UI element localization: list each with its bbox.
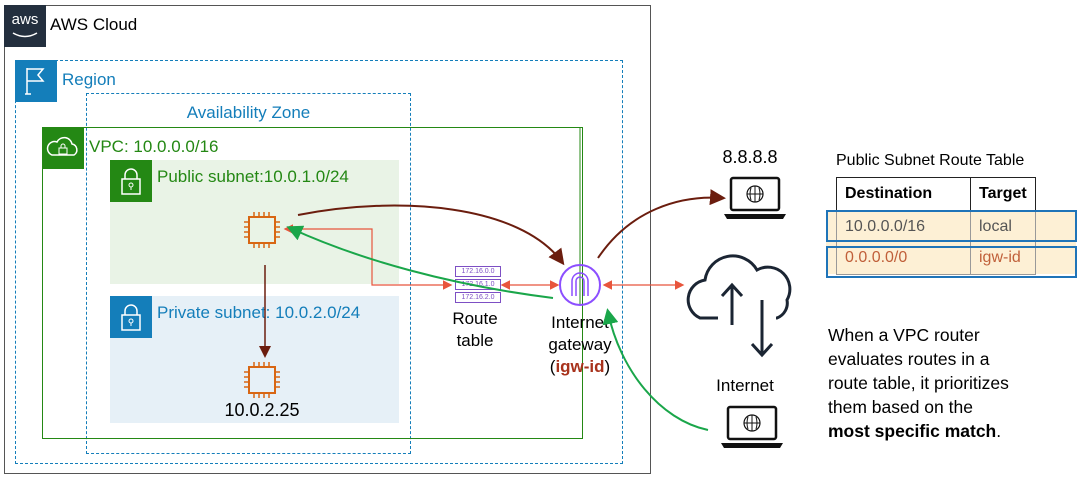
aws-cloud-group — [4, 5, 651, 474]
traffic-arrow — [286, 225, 554, 299]
laptop-globe-icon[interactable] — [721, 405, 783, 448]
private-instance-ip: 10.0.2.25 — [224, 400, 300, 420]
route-path — [283, 224, 453, 290]
private-subnet-label: Private subnet: 10.0.2.0/24 — [157, 303, 361, 322]
route-table-icon[interactable]: 172.16.0.0 172.16.1.0 172.16.2.0 — [455, 266, 501, 303]
traffic-arrow — [297, 204, 565, 266]
table-row[interactable]: 10.0.0.0/16 local — [836, 210, 1036, 243]
flag-icon — [15, 60, 57, 102]
internet-gateway-label: Internet gateway (igw-id) — [548, 313, 612, 376]
vpc-label: VPC: 10.0.0.0/16 — [89, 137, 219, 156]
explanation-note: When a VPC router evaluates routes in a … — [828, 325, 1009, 441]
internet-gateway-icon[interactable] — [559, 128, 601, 306]
availability-zone-label: Availability Zone — [186, 103, 311, 122]
internet-label: Internet — [716, 376, 774, 395]
region-label: Region — [62, 70, 116, 89]
traffic-arrow — [602, 308, 709, 431]
aws-cloud-label: AWS Cloud — [50, 15, 138, 34]
laptop-globe-icon[interactable] — [724, 176, 786, 219]
ec2-instance-icon[interactable] — [242, 360, 282, 400]
private-subnet-group — [110, 296, 399, 423]
vpc-cloud-lock-icon — [42, 127, 84, 169]
aws-logo-icon: aws — [4, 5, 46, 47]
route-entry: 172.16.0.0 — [455, 266, 501, 277]
route-table-title: Public Subnet Route Table — [836, 152, 1025, 169]
column-header: Target — [970, 177, 1036, 211]
route-entry: 172.16.1.0 — [455, 279, 501, 290]
row-highlight-outline — [826, 246, 1077, 278]
route-entry: 172.16.2.0 — [455, 292, 501, 303]
column-header: Destination — [836, 177, 971, 211]
row-highlight-outline — [826, 210, 1077, 242]
ec2-instance-icon[interactable] — [242, 210, 282, 250]
internet-cloud-icon[interactable] — [686, 254, 792, 358]
traffic-arrow — [597, 189, 726, 259]
lock-icon — [110, 296, 152, 338]
external-host-label: 8.8.8.8 — [722, 147, 778, 167]
vpc-group — [42, 127, 583, 439]
public-subnet-label: Public subnet:10.0.1.0/24 — [157, 167, 349, 186]
region-group — [15, 60, 623, 464]
lock-icon — [110, 160, 152, 202]
